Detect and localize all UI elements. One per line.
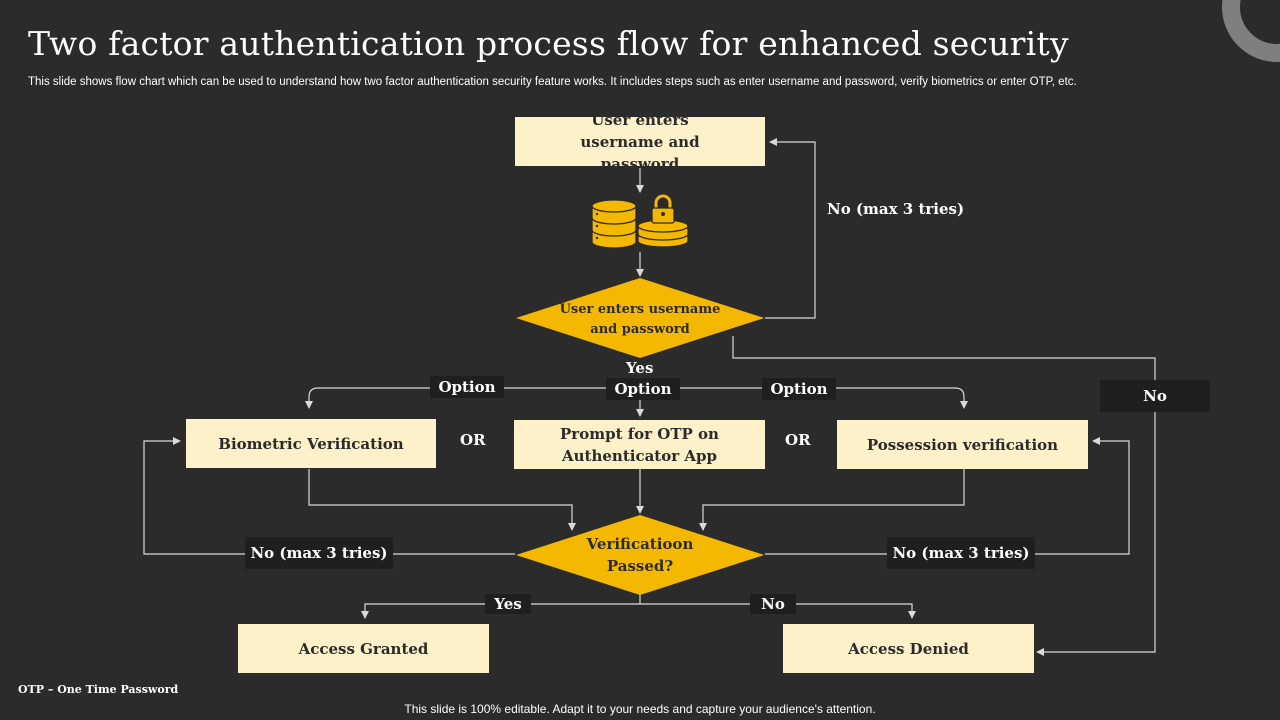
no-tag-right: No (1100, 380, 1210, 412)
option-tag-center: Option (606, 378, 680, 400)
decision-diamond-login (516, 278, 764, 358)
decision-login-label: User enters username and password (559, 302, 721, 337)
option-tag-left: Option (430, 376, 504, 398)
no-tag-bottom: No (750, 594, 796, 614)
decision-verification-label: Verificatioon Passed? (586, 535, 694, 575)
start-box-login: User enters username and password (515, 111, 765, 173)
arrow-to-possession (954, 387, 968, 409)
biometric-verification-box: Biometric Verification (186, 419, 436, 468)
yes-tag-bottom: Yes (485, 594, 531, 614)
retry-tag-left: No (max 3 tries) (245, 537, 393, 569)
retry-tag-right: No (max 3 tries) (887, 537, 1035, 569)
access-denied-box: Access Denied (783, 624, 1034, 673)
path-decision-no (732, 336, 1156, 656)
arrow-to-granted (361, 603, 640, 619)
or-label-right: OR (785, 431, 811, 449)
otp-prompt-box: Prompt for OTP on Authenticator App (514, 420, 765, 469)
decision-diamond-verification (516, 515, 764, 595)
access-granted-box: Access Granted (238, 624, 489, 673)
or-label-left: OR (460, 431, 486, 449)
arrow-biometric-to-verify (308, 469, 576, 531)
retry-label-top: No (max 3 tries) (827, 200, 965, 218)
page-subtitle: This slide shows flow chart which can be… (28, 76, 1077, 88)
slide-footer: This slide is 100% editable. Adapt it to… (404, 702, 876, 716)
loop-retry-login (765, 138, 816, 319)
otp-footnote: OTP – One Time Password (18, 683, 179, 696)
database-lock-icon (591, 194, 689, 249)
possession-verification-box: Possession verification (837, 420, 1088, 469)
page-title: Two factor authentication process flow f… (28, 24, 1069, 63)
arrow-to-biometric (305, 387, 319, 409)
option-tag-right: Option (762, 378, 836, 400)
yes-label-login: Yes (626, 359, 654, 377)
arrow-possession-to-verify (699, 469, 965, 531)
arrow-to-denied (640, 603, 916, 619)
